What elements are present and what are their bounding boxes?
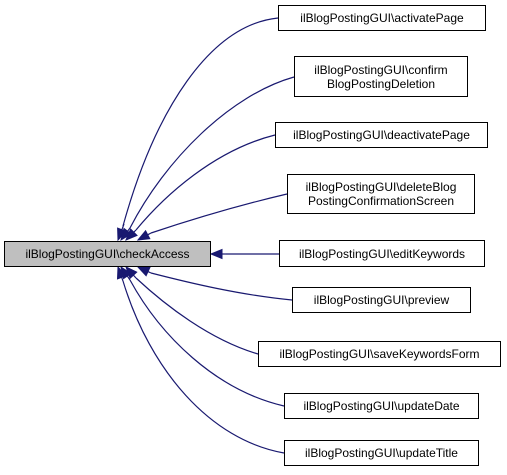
arrowhead — [136, 229, 151, 241]
edge-deactivate-page — [125, 134, 276, 241]
caller-node-update-title[interactable]: ilBlogPostingGUI\updateTitle — [284, 440, 479, 466]
caller-node-label: ilBlogPostingGUI\activatePage — [300, 11, 464, 25]
edge-stub — [147, 271, 152, 274]
caller-node-label-line-2: BlogPostingDeletion — [326, 76, 436, 91]
edge-stub — [126, 275, 131, 281]
arrowhead — [136, 266, 151, 277]
caller-node-delete-blog-posting-confirmation-screen[interactable]: ilBlogPostingGUI\deleteBlog PostingConfi… — [287, 174, 475, 214]
edge-stub — [133, 229, 137, 233]
caller-node-label-line-1: ilBlogPostingGUI\deleteBlog — [305, 180, 457, 194]
caller-node-confirm-blog-posting-deletion[interactable]: ilBlogPostingGUI\confirm BlogPostingDele… — [294, 56, 468, 97]
caller-node-edit-keywords[interactable]: ilBlogPostingGUI\editKeywords — [279, 240, 485, 267]
caller-node-label-line-2: PostingConfirmationScreen — [307, 194, 455, 208]
main-node-label: ilBlogPostingGUI\checkAccess — [25, 247, 190, 261]
caller-node-save-keywords-form[interactable]: ilBlogPostingGUI\saveKeywordsForm — [258, 341, 501, 367]
caller-node-update-date[interactable]: ilBlogPostingGUI\updateDate — [284, 393, 479, 419]
edge-line — [150, 272, 293, 301]
edge-line — [129, 76, 295, 229]
caller-node-label: ilBlogPostingGUI\preview — [313, 293, 450, 307]
arrowhead — [116, 265, 127, 280]
edge-delete-confirmation — [136, 193, 288, 241]
caller-node-label: ilBlogPostingGUI\updateDate — [303, 399, 460, 413]
edge-confirm-deletion — [120, 76, 295, 242]
edge-update-title — [116, 265, 285, 454]
caller-node-preview[interactable]: ilBlogPostingGUI\preview — [292, 287, 471, 313]
edge-save-keywords-form — [125, 266, 259, 355]
caller-node-deactivate-page[interactable]: ilBlogPostingGUI\deactivatePage — [275, 122, 488, 148]
caller-node-label: ilBlogPostingGUI\saveKeywordsForm — [279, 347, 480, 361]
edge-line — [135, 277, 259, 355]
edge-preview — [136, 266, 293, 301]
edge-stub — [121, 277, 124, 282]
edge-line — [122, 280, 285, 454]
edge-stub — [132, 274, 137, 279]
edge-stub — [147, 232, 152, 236]
caller-node-label-line-1: ilBlogPostingGUI\confirm — [314, 62, 448, 77]
edge-line — [122, 17, 279, 227]
edge-line — [129, 279, 285, 407]
edge-line — [135, 134, 276, 231]
edge-edit-keywords — [209, 248, 279, 260]
edge-stub — [127, 227, 131, 232]
caller-node-label: ilBlogPostingGUI\deactivatePage — [293, 128, 470, 142]
edge-stub — [121, 223, 125, 230]
caller-node-activate-page[interactable]: ilBlogPostingGUI\activatePage — [278, 5, 486, 31]
caller-node-label: ilBlogPostingGUI\updateTitle — [305, 446, 458, 460]
main-node-check-access[interactable]: ilBlogPostingGUI\checkAccess — [4, 241, 211, 267]
arrowhead — [209, 248, 223, 260]
caller-node-label: ilBlogPostingGUI\editKeywords — [298, 246, 466, 261]
edge-line — [150, 193, 288, 234]
